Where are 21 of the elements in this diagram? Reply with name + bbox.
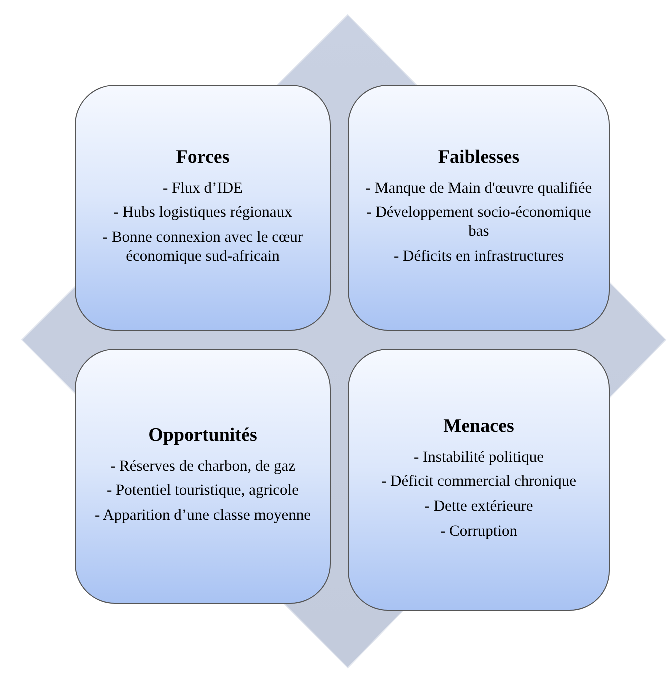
threats-card — [348, 349, 610, 611]
bullet-item: - Potentiel touristique, agricole — [107, 482, 299, 501]
bullet-item: - Hubs logistiques régionaux — [114, 204, 292, 223]
bullet-item: - Développement socio-économique bas — [366, 204, 592, 242]
bullet-item: - Dette extérieure — [424, 498, 534, 517]
opportunities-card — [75, 349, 331, 604]
bullet-item: - Flux d’IDE — [162, 180, 244, 198]
bullet-item: - Déficit commercial chronique — [382, 473, 576, 492]
card-heading: Menaces — [444, 416, 514, 438]
bullet-item: - Manque de Main d'œuvre qualifiée — [366, 180, 592, 198]
bullet-item: - Corruption — [440, 522, 518, 542]
bullet-item: - Instabilité politique — [414, 448, 544, 468]
card-heading: Opportunités — [148, 424, 258, 447]
bullet-item: - Apparition d’une classe moyenne — [94, 506, 312, 526]
card-heading: Forces — [176, 146, 230, 169]
bullet-item: - Déficits en infrastructures — [394, 248, 564, 266]
card-heading: Faiblesses — [438, 146, 520, 169]
bullet-item: - Bonne connexion avec le cœur économique sud-africain — [102, 229, 304, 266]
weaknesses-card — [348, 85, 610, 331]
strengths-card — [75, 85, 331, 331]
bullet-item: - Réserves de charbon, de gaz — [110, 458, 296, 476]
